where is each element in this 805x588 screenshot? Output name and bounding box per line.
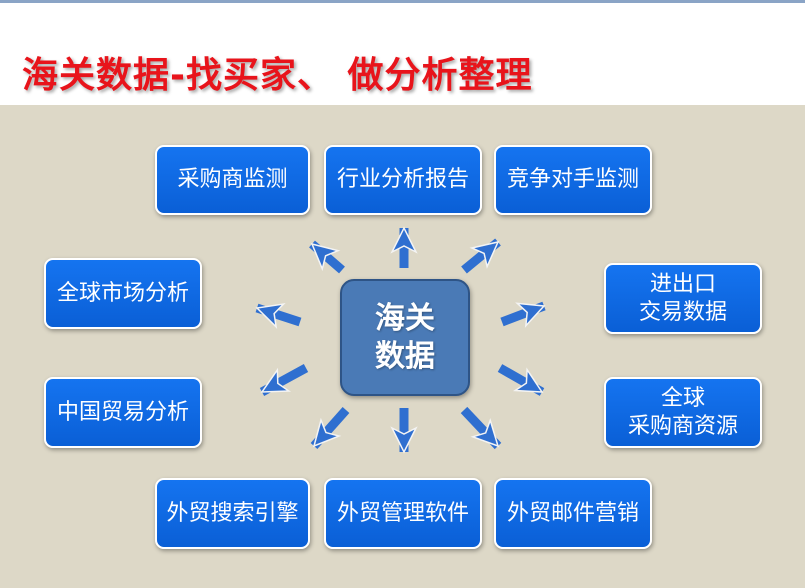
- node-label: 进出口交易数据: [639, 271, 727, 327]
- node-label-line: 采购商资源: [627, 413, 738, 439]
- arrow-up-left: [309, 240, 345, 274]
- node-label-line: 行业分析报告: [336, 167, 469, 192]
- node-label: 中国贸易分析: [57, 399, 189, 427]
- arrow-up-right: [461, 238, 501, 274]
- node-label: 采购商监测: [177, 166, 287, 194]
- node-label-line: 全球市场分析: [56, 280, 189, 306]
- arrow-lower-right: [497, 364, 545, 396]
- node-import-export[interactable]: 进出口交易数据: [604, 263, 762, 334]
- page-title: 海关数据-找买家、 做分析整理: [22, 55, 533, 96]
- node-label: 行业分析报告: [337, 166, 469, 194]
- node-label-line: 外贸邮件营销: [506, 500, 639, 526]
- node-label: 外贸搜索引擎: [166, 500, 298, 528]
- node-email-marketing[interactable]: 外贸邮件营销: [494, 478, 652, 549]
- node-label: 外贸邮件营销: [507, 500, 639, 528]
- node-search-engine[interactable]: 外贸搜索引擎: [155, 478, 310, 549]
- top-rule: [0, 0, 805, 3]
- node-label-line: 中国贸易分析: [56, 399, 189, 425]
- arrow-right: [500, 301, 546, 328]
- arrow-left: [255, 302, 302, 329]
- node-label: 全球市场分析: [57, 280, 189, 308]
- node-label: 外贸管理软件: [337, 500, 469, 528]
- node-china-trade[interactable]: 中国贸易分析: [44, 377, 202, 448]
- node-label-line: 竞争对手监测: [506, 167, 639, 192]
- center-node-customs-data: 海关数据: [340, 279, 470, 396]
- node-label: 全球采购商资源: [628, 385, 738, 441]
- node-label-line: 全球: [660, 385, 705, 411]
- node-global-market[interactable]: 全球市场分析: [44, 258, 202, 329]
- node-label-line: 采购商监测: [177, 167, 288, 192]
- node-label-line: 交易数据: [638, 299, 727, 325]
- node-label-line: 进出口: [649, 271, 716, 297]
- arrow-down-left: [310, 407, 350, 449]
- node-management-software[interactable]: 外贸管理软件: [324, 478, 482, 549]
- arrow-down-right: [460, 406, 502, 450]
- node-label-line: 外贸管理软件: [336, 500, 469, 526]
- node-label: 竞争对手监测: [507, 166, 639, 194]
- node-label-line: 外贸搜索引擎: [166, 500, 299, 526]
- node-purchase-monitor[interactable]: 采购商监测: [155, 145, 310, 215]
- node-competitor-monitor[interactable]: 竞争对手监测: [494, 145, 652, 215]
- node-industry-report[interactable]: 行业分析报告: [324, 145, 482, 215]
- node-global-buyers[interactable]: 全球采购商资源: [604, 377, 762, 448]
- arrow-lower-left: [259, 364, 309, 396]
